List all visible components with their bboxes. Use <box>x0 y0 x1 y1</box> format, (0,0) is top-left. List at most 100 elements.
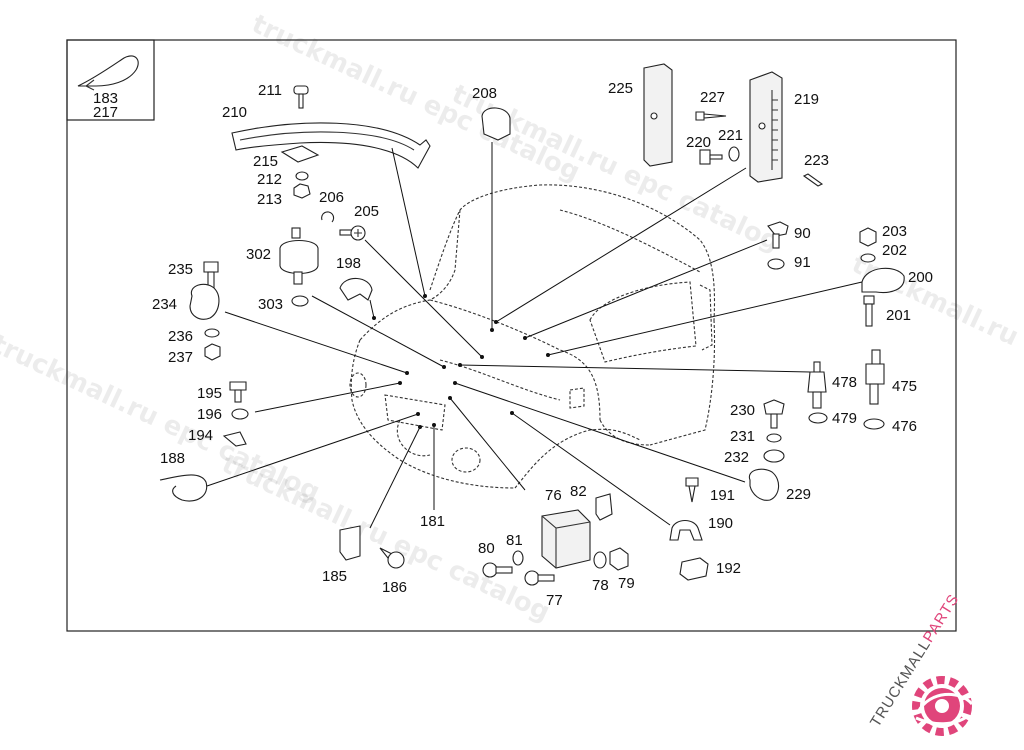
callout-221[interactable]: 221 <box>718 127 743 144</box>
inset-cable-tie[interactable]: 183 217 <box>66 39 155 121</box>
part-478-sensor[interactable] <box>807 361 827 409</box>
callout-303[interactable]: 303 <box>258 296 283 313</box>
part-205-bolt[interactable] <box>339 225 366 241</box>
callout-219[interactable]: 219 <box>794 91 819 108</box>
part-215-plate[interactable] <box>280 145 320 163</box>
part-78-washer[interactable] <box>593 551 607 569</box>
part-82-bracket[interactable] <box>595 493 613 521</box>
part-202-washer[interactable] <box>860 253 876 263</box>
callout-302[interactable]: 302 <box>246 246 271 263</box>
callout-90[interactable]: 90 <box>794 225 811 242</box>
callout-230[interactable]: 230 <box>730 402 755 419</box>
callout-185[interactable]: 185 <box>322 568 347 585</box>
part-90-bolt[interactable] <box>767 221 789 249</box>
callout-225[interactable]: 225 <box>608 80 633 97</box>
callout-227[interactable]: 227 <box>700 89 725 106</box>
callout-232[interactable]: 232 <box>724 449 749 466</box>
part-212-washer[interactable] <box>295 171 309 181</box>
callout-194[interactable]: 194 <box>188 427 213 444</box>
part-196-washer[interactable] <box>231 408 249 420</box>
part-194-clip[interactable] <box>222 431 247 447</box>
part-188-cable-tie[interactable] <box>159 474 208 502</box>
part-208-clip[interactable] <box>481 107 511 141</box>
part-198-clip[interactable] <box>339 277 373 301</box>
callout-201[interactable]: 201 <box>886 307 911 324</box>
callout-186[interactable]: 186 <box>382 579 407 596</box>
part-186-screw[interactable] <box>379 547 405 569</box>
part-227-screw[interactable] <box>695 111 727 121</box>
part-475-sensor[interactable] <box>865 349 885 405</box>
callout-191[interactable]: 191 <box>710 487 735 504</box>
callout-192[interactable]: 192 <box>716 560 741 577</box>
callout-198[interactable]: 198 <box>336 255 361 272</box>
part-225-lamp[interactable] <box>643 63 673 167</box>
part-221-washer[interactable] <box>728 146 740 162</box>
part-235-bolt[interactable] <box>203 261 219 289</box>
part-80-screw[interactable] <box>482 562 513 578</box>
callout-215[interactable]: 215 <box>253 153 278 170</box>
callout-478[interactable]: 478 <box>832 374 857 391</box>
part-229-clamp[interactable] <box>748 468 780 501</box>
part-236-washer[interactable] <box>204 328 220 338</box>
callout-220[interactable]: 220 <box>686 134 711 151</box>
callout-77[interactable]: 77 <box>546 592 563 609</box>
callout-231[interactable]: 231 <box>730 428 755 445</box>
callout-80[interactable]: 80 <box>478 540 495 557</box>
part-195-screw[interactable] <box>229 381 247 403</box>
callout-196[interactable]: 196 <box>197 406 222 423</box>
callout-236[interactable]: 236 <box>168 328 193 345</box>
callout-205[interactable]: 205 <box>354 203 379 220</box>
part-210-sun-visor[interactable] <box>231 122 431 169</box>
callout-212[interactable]: 212 <box>257 171 282 188</box>
part-237-nut[interactable] <box>204 343 221 361</box>
callout-76[interactable]: 76 <box>545 487 562 504</box>
callout-235[interactable]: 235 <box>168 261 193 278</box>
part-220-screw[interactable] <box>699 149 723 165</box>
part-213-nut[interactable] <box>293 183 311 199</box>
part-200-clamp[interactable] <box>861 267 905 294</box>
part-479-washer[interactable] <box>808 412 828 424</box>
part-190-clip[interactable] <box>669 519 703 541</box>
part-191-screw[interactable] <box>685 477 699 503</box>
callout-82[interactable]: 82 <box>570 483 587 500</box>
part-230-bolt[interactable] <box>763 399 785 429</box>
part-206-circlip[interactable] <box>321 211 335 223</box>
part-76-relay[interactable] <box>541 509 591 569</box>
callout-200[interactable]: 200 <box>908 269 933 286</box>
part-476-washer[interactable] <box>863 418 885 430</box>
callout-213[interactable]: 213 <box>257 191 282 208</box>
part-192-clip[interactable] <box>679 557 709 581</box>
callout-91[interactable]: 91 <box>794 254 811 271</box>
callout-78[interactable]: 78 <box>592 577 609 594</box>
callout-237[interactable]: 237 <box>168 349 193 366</box>
callout-206[interactable]: 206 <box>319 189 344 206</box>
callout-475[interactable]: 475 <box>892 378 917 395</box>
callout-79[interactable]: 79 <box>618 575 635 592</box>
callout-223[interactable]: 223 <box>804 152 829 169</box>
part-79-nut[interactable] <box>609 547 629 571</box>
callout-203[interactable]: 203 <box>882 223 907 240</box>
part-77-screw[interactable] <box>524 570 555 586</box>
part-302-sensor[interactable] <box>279 227 319 285</box>
callout-476[interactable]: 476 <box>892 418 917 435</box>
callout-229[interactable]: 229 <box>786 486 811 503</box>
part-91-washer[interactable] <box>767 258 785 270</box>
callout-190[interactable]: 190 <box>708 515 733 532</box>
callout-188[interactable]: 188 <box>160 450 185 467</box>
callout-479[interactable]: 479 <box>832 410 857 427</box>
part-231-washer[interactable] <box>766 433 782 443</box>
part-203-nut[interactable] <box>859 227 877 247</box>
part-219-lamp[interactable] <box>749 71 783 183</box>
part-234-clamp[interactable] <box>189 283 220 320</box>
callout-210[interactable]: 210 <box>222 104 247 121</box>
part-232-washer[interactable] <box>763 449 785 463</box>
part-201-bolt[interactable] <box>863 295 875 327</box>
callout-81[interactable]: 81 <box>506 532 523 549</box>
callout-181[interactable]: 181 <box>420 513 445 530</box>
part-185-bracket[interactable] <box>339 525 361 561</box>
callout-208[interactable]: 208 <box>472 85 497 102</box>
part-223-bulb[interactable] <box>802 173 824 187</box>
callout-211[interactable]: 211 <box>258 82 282 99</box>
part-303-washer[interactable] <box>291 295 309 307</box>
callout-202[interactable]: 202 <box>882 242 907 259</box>
